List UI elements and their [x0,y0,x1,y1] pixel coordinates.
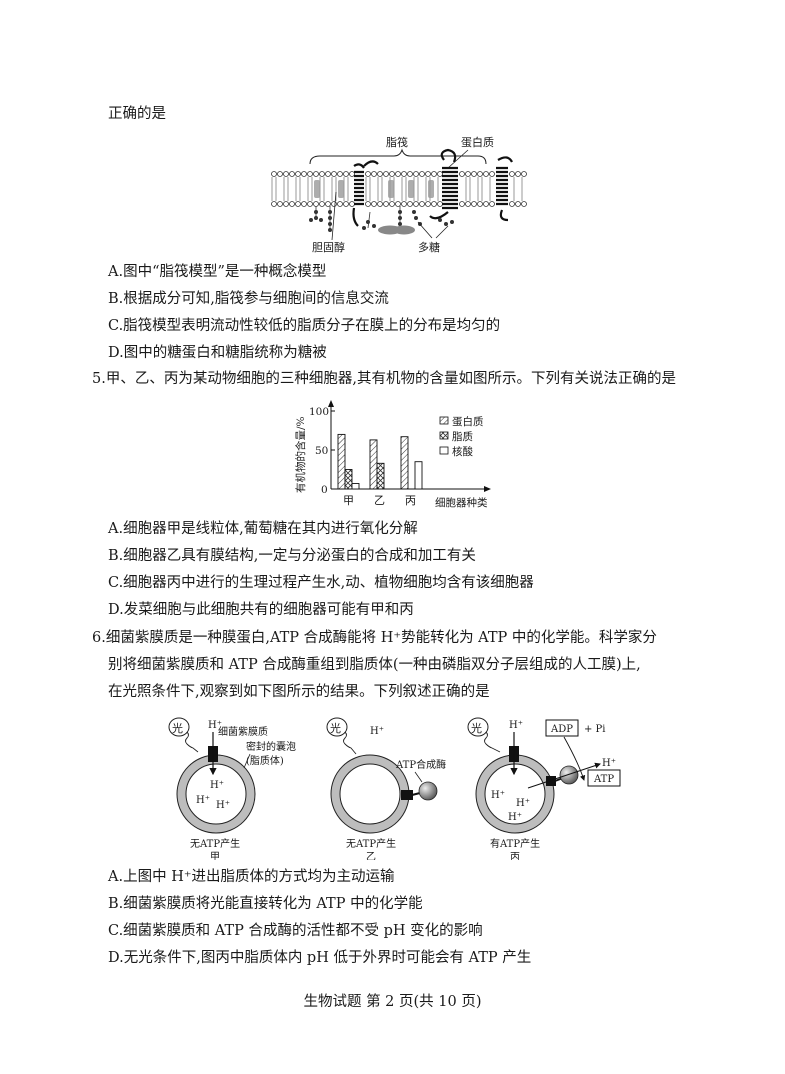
panel-yi-result: 无ATP产生 [346,837,396,850]
bar-jia-nucleic [351,483,360,490]
q5-option-b: B.细胞器乙具有膜结构,一定与分泌蛋白的合成和加工有关 [108,548,476,564]
panel-jia-result: 无ATP产生 [190,837,240,850]
svg-text:H⁺: H⁺ [516,798,530,809]
ytick-50: 50 [315,445,328,457]
panel-yi-id: 乙 [366,851,376,860]
lipid-raft-membrane-diagram: 脂筏 蛋白质 胆固醇 多糖 [271,135,527,254]
page-footer: 生物试题 第 2 页(共 10 页) [303,994,482,1010]
svg-text:光: 光 [172,721,183,735]
chart-ylabel: 有机物的含量/% [294,416,307,493]
svg-text:H⁺: H⁺ [216,800,230,811]
atp-box: ATP [593,774,614,785]
bar-yi-lipid [376,462,385,490]
q5-option-d: D.发菜细胞与此细胞共有的细胞器可能有甲和丙 [108,602,414,618]
q4-option-d: D.图中的糖蛋白和糖脂统称为糖被 [108,345,327,361]
label-protein: 蛋白质 [461,135,494,149]
svg-text:ATP合成酶: ATP合成酶 [395,758,446,771]
q6-option-b: B.细菌紫膜质将光能直接转化为 ATP 中的化学能 [108,896,423,912]
bar-bing-protein [400,436,409,490]
legend-nucleic: 核酸 [452,445,473,458]
q5-option-c: C.细胞器丙中进行的生理过程产生水,动、植物细胞均含有该细胞器 [108,575,534,591]
q6-option-a: A.上图中 H⁺进出脂质体的方式均为主动运输 [108,869,395,885]
xtick-bing: 丙 [405,494,416,507]
adp-box: ADP [550,724,573,735]
ytick-0: 0 [321,484,328,496]
panel-jia-id: 甲 [210,852,220,860]
bar-bing-nucleic [414,461,423,490]
label-polysaccharide: 多糖 [418,240,440,254]
q5-option-a: A.细胞器甲是线粒体,葡萄糖在其内进行氧化分解 [108,521,418,537]
legend-protein: 蛋白质 [452,415,484,428]
label-cholesterol: 胆固醇 [312,240,345,254]
panel-bing: 光 H⁺ H⁺ H⁺ H⁺ H⁺ ADP + Pi ATP 有ATP产生 丙 [467,717,621,860]
q4-option-a: A.图中“脂筏模型”是一种概念模型 [108,264,327,280]
q6-stem-line-3: 在光照条件下,观察到如下图所示的结果。下列叙述正确的是 [108,684,490,700]
svg-text:+ Pi: + Pi [584,724,605,735]
q5-stem: 5.甲、乙、丙为某动物细胞的三种细胞器,其有机物的含量如图所示。下列有关说法正确… [92,371,676,387]
svg-text:光: 光 [330,721,341,735]
svg-text:H⁺: H⁺ [509,720,523,731]
svg-text:细菌紫膜质: 细菌紫膜质 [218,725,268,738]
bar-jia-lipid [344,469,353,490]
panel-bing-result: 有ATP产生 [490,837,540,850]
svg-text:密封的囊泡: 密封的囊泡 [246,740,296,753]
label-raft: 脂筏 [386,135,408,149]
svg-text:H⁺: H⁺ [196,795,210,806]
q4-option-c: C.脂筏模型表明流动性较低的脂质分子在膜上的分布是均匀的 [108,318,501,334]
liposome-experiment-diagram: 光 H⁺ 细菌紫膜质 密封的囊泡 (脂质体) H⁺ H⁺ H⁺ 无ATP产生 甲… [168,717,621,860]
ytick-100: 100 [309,406,329,418]
q6-option-c: C.细菌紫膜质和 ATP 合成酶的活性都不受 pH 变化的影响 [108,923,483,939]
q6-stem-line-2: 别将细菌紫膜质和 ATP 合成酶重组到脂质体(一种由磷脂双分子层组成的人工膜)上… [108,657,641,673]
svg-text:光: 光 [471,721,482,735]
organelle-content-bar-chart: 有机物的含量/% 100 50 0 甲 乙 丙 细胞器种类 蛋白质 脂质 核酸 [294,400,491,509]
chart-xlabel: 细胞器种类 [435,496,488,509]
svg-text:H⁺: H⁺ [508,812,522,823]
q4-stem-tail: 正确的是 [108,106,166,122]
svg-text:(脂质体): (脂质体) [246,754,284,767]
q4-option-b: B.根据成分可知,脂筏参与细胞间的信息交流 [108,291,389,307]
svg-text:H⁺: H⁺ [210,780,224,791]
q6-stem-line-1: 6.细菌紫膜质是一种膜蛋白,ATP 合成酶能将 H⁺势能转化为 ATP 中的化学… [92,630,657,646]
bar-yi-protein [369,439,378,490]
xtick-yi: 乙 [374,494,385,507]
panel-bing-id: 丙 [510,852,520,860]
svg-text:H⁺: H⁺ [208,720,222,731]
q6-option-d: D.无光条件下,图丙中脂质体内 pH 低于外界时可能会有 ATP 产生 [108,950,532,966]
svg-text:H⁺: H⁺ [491,790,505,801]
panel-jia: 光 H⁺ 细菌紫膜质 密封的囊泡 (脂质体) H⁺ H⁺ H⁺ 无ATP产生 甲 [168,717,296,860]
xtick-jia: 甲 [343,494,354,507]
svg-text:H⁺: H⁺ [602,758,616,769]
svg-text:H⁺: H⁺ [370,726,384,737]
panel-yi: 光 H⁺ ATP合成酶 无ATP产生 乙 [326,717,446,860]
legend-lipid: 脂质 [452,430,473,443]
bar-jia-protein [337,433,346,490]
